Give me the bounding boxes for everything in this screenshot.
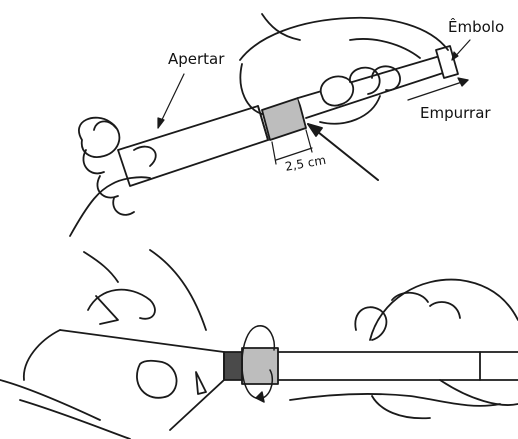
left-hand-bottom <box>0 250 224 439</box>
apertar-leader <box>158 74 184 128</box>
left-hand-top <box>70 118 156 236</box>
top-illustration <box>70 14 470 236</box>
tube-rod <box>276 352 518 380</box>
right-hand-bottom <box>290 280 518 419</box>
label-apertar: Apertar <box>168 50 224 68</box>
barrel-shaded-band <box>262 98 306 140</box>
label-embolo: Êmbolo <box>448 18 504 36</box>
bottom-illustration <box>0 250 518 439</box>
syringe-barrel <box>118 106 268 186</box>
label-empurrar: Empurrar <box>420 104 491 122</box>
pointer-arrow <box>308 124 378 180</box>
connector-dark-tip <box>224 352 242 380</box>
embolo-leader <box>452 40 470 60</box>
